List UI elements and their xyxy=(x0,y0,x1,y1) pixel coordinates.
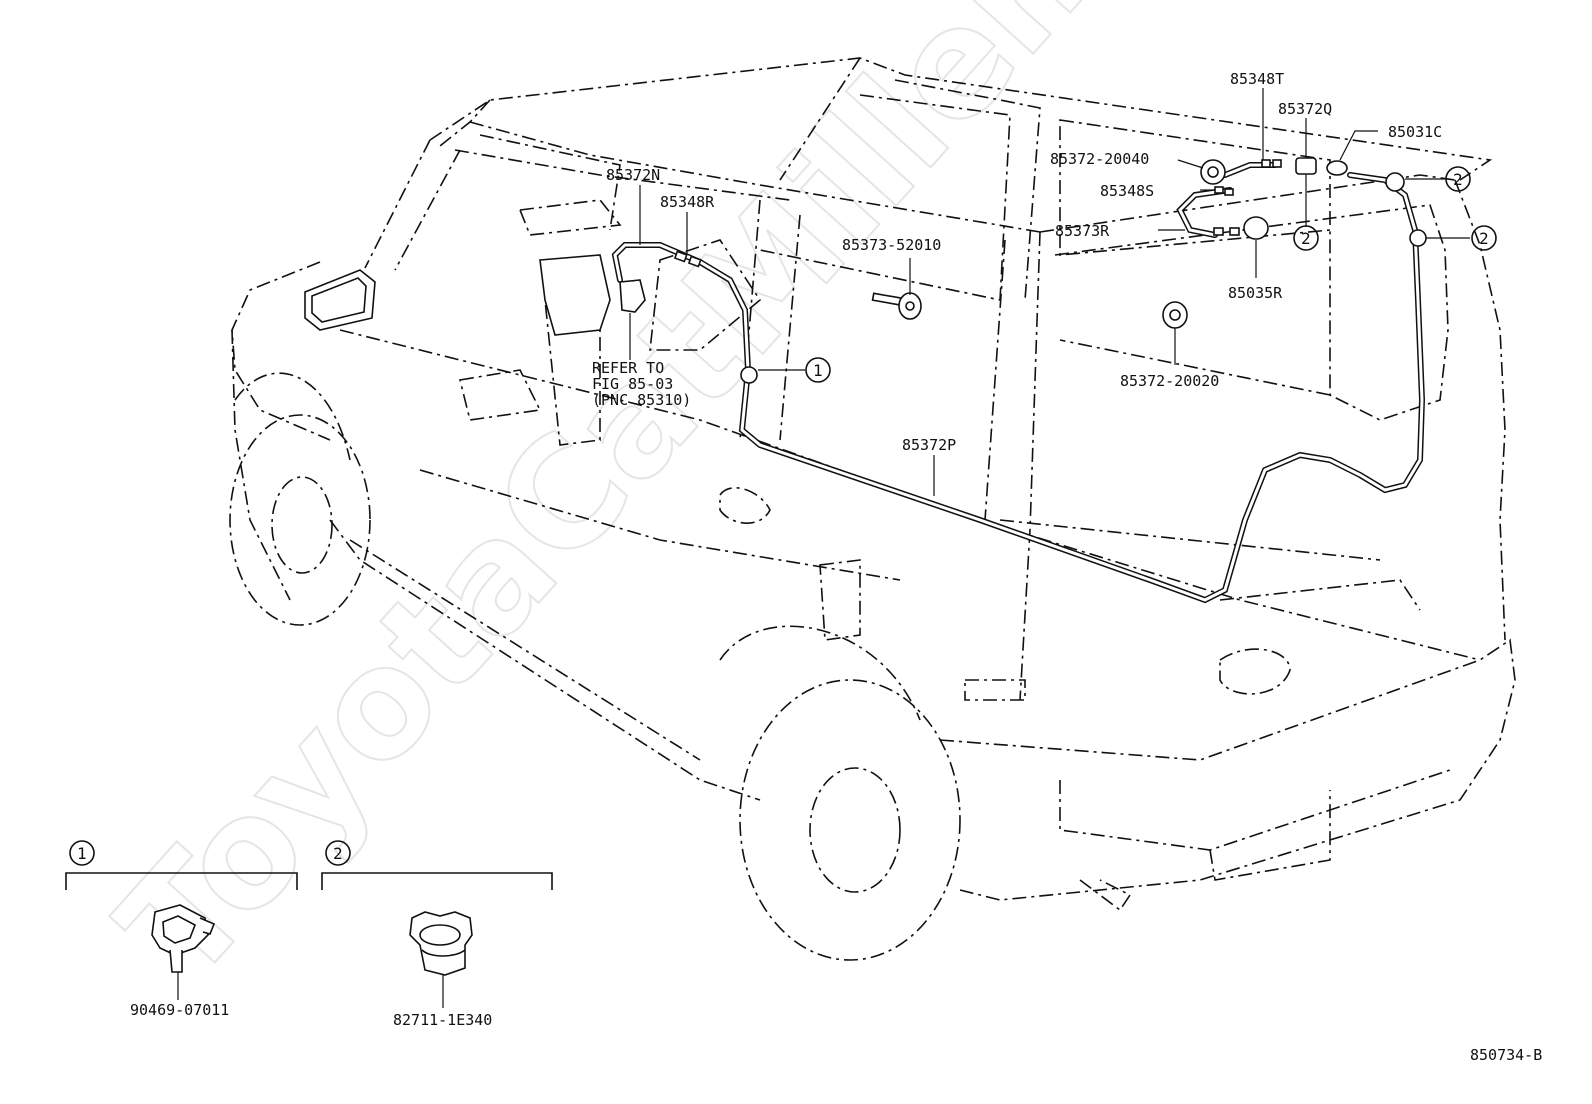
refer-line-1: REFER TO xyxy=(592,359,664,377)
detail-2-marker: 2 xyxy=(333,844,343,863)
callout-2-marker-b: 2 xyxy=(1293,225,1319,251)
parts xyxy=(539,157,1427,384)
refer-line-3: (PNC 85310) xyxy=(592,391,691,409)
valve-85031c xyxy=(1326,160,1348,176)
part-labels: 85372N 85348R 85373-52010 85372P 85348T … xyxy=(606,70,1442,454)
callout-2-marker-c: 2 xyxy=(1471,225,1497,251)
detail-1-part: 90469-07011 xyxy=(130,1001,229,1019)
label-85035R: 85035R xyxy=(1228,284,1283,302)
detail-2-part: 82711-1E340 xyxy=(393,1011,492,1029)
label-85372P: 85372P xyxy=(902,436,956,454)
label-85348S: 85348S xyxy=(1100,182,1154,200)
washer-pump xyxy=(619,279,646,313)
label-85348T: 85348T xyxy=(1230,70,1284,88)
callout-2-marker-a: 2 xyxy=(1445,166,1471,192)
svg-text:2: 2 xyxy=(1479,229,1489,248)
detail-box-2: 2 82711-1E340 xyxy=(321,840,553,1029)
grommet-85372-20020 xyxy=(1162,301,1188,329)
diagram-id: 850734-B xyxy=(1470,1046,1542,1064)
vehicle-outline xyxy=(229,57,1516,961)
svg-text:2: 2 xyxy=(1301,229,1311,248)
joint-85372q xyxy=(1295,157,1317,175)
washer-tank xyxy=(539,254,611,336)
label-85372Q: 85372Q xyxy=(1278,100,1332,118)
nozzle-85372-20040 xyxy=(1200,159,1226,185)
callout-markers: 1 2 2 2 xyxy=(805,166,1497,383)
callout-1-marker: 1 xyxy=(805,357,831,383)
label-85373-52010: 85373-52010 xyxy=(842,236,941,254)
clip-82711-1E340 xyxy=(409,911,473,976)
label-85372N: 85372N xyxy=(606,166,660,184)
detail-box-1: 1 90469-07011 xyxy=(65,840,298,1019)
refer-line-2: FIG 85-03 xyxy=(592,375,673,393)
nozzle-85035r xyxy=(1243,216,1269,240)
label-85031C: 85031C xyxy=(1388,123,1442,141)
label-85372-20020: 85372-20020 xyxy=(1120,372,1219,390)
clamp-90469-07011 xyxy=(151,904,216,973)
detail-1-marker: 1 xyxy=(77,844,87,863)
label-85372-20040: 85372-20040 xyxy=(1050,150,1149,168)
svg-text:2: 2 xyxy=(1453,170,1463,189)
leader-lines xyxy=(629,88,1470,496)
label-85348R: 85348R xyxy=(660,193,715,211)
washer-hose-route xyxy=(611,162,1426,604)
grommet-bolt-85373-52010 xyxy=(871,292,922,320)
svg-text:1: 1 xyxy=(813,361,823,380)
refer-note: REFER TO FIG 85-03 (PNC 85310) xyxy=(592,359,691,409)
label-85373R: 85373R xyxy=(1055,222,1110,240)
